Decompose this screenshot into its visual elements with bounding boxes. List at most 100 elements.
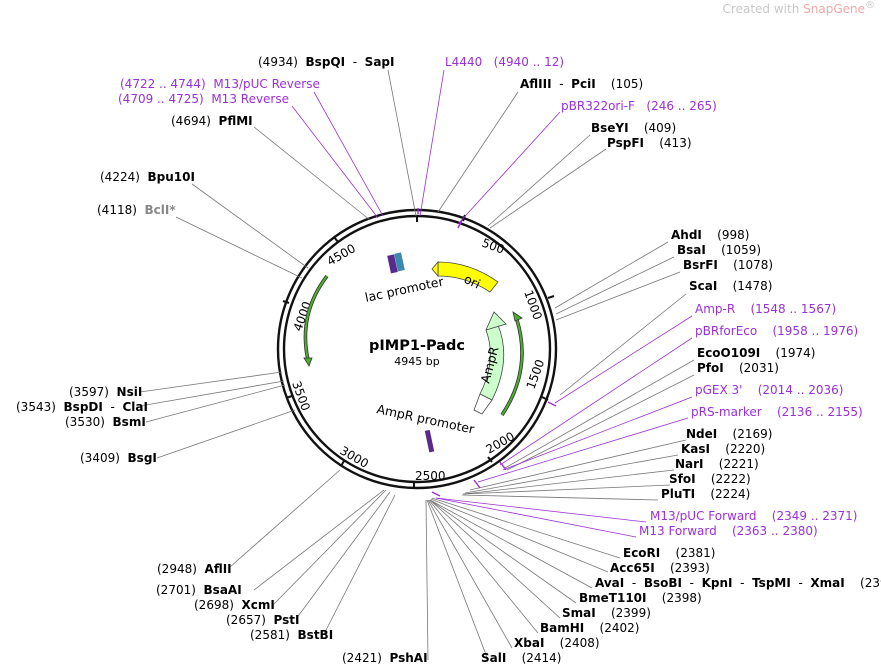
site-label-part: - [682, 576, 702, 590]
site-label-part: AhdI [671, 228, 702, 242]
site-label-ndei: NdeI (2169) [686, 427, 772, 441]
tick-label: 1000 [521, 288, 545, 321]
site-label-part: (246 .. 265) [635, 99, 717, 113]
site-label-part: PfoI [697, 361, 724, 375]
site-label-part: BsmI [113, 415, 146, 429]
ori-feature [437, 261, 499, 293]
ampr-promoter-feature [424, 429, 435, 453]
site-label-part: BspQI [306, 55, 346, 69]
site-label-part: BseYI [591, 121, 629, 135]
site-label-scai: ScaI (1478) [689, 279, 773, 293]
site-label-part: (2397) [845, 576, 881, 590]
site-label-part: (1958 .. 1976) [757, 324, 858, 338]
callout-lines [139, 69, 695, 661]
site-label-part: (2381) [660, 546, 715, 560]
site-label-part: (2136 .. 2155) [762, 405, 863, 419]
site-label-kasi: KasI (2220) [681, 442, 765, 456]
site-label-part: BsaI [677, 243, 706, 257]
site-label-afliii: AflIII - PciI (105) [520, 77, 643, 91]
site-label-part: PciI [571, 77, 596, 91]
site-label-part: AflII [205, 562, 232, 576]
site-label-nari: NarI (2221) [675, 457, 759, 471]
site-label-xcmi: (2698) XcmI [194, 598, 275, 612]
site-label-part: BsrFI [683, 258, 718, 272]
orf-arrow-right [501, 319, 523, 416]
site-label-part: (4694) [171, 114, 219, 128]
site-label-part: (105) [596, 77, 644, 91]
site-label-bamhi: BamHI (2402) [540, 621, 639, 635]
site-label-bpu10i: (4224) Bpu10I [100, 170, 195, 184]
orf-arrow-left-outline [303, 274, 329, 361]
site-label-bspdi: (3543) BspDI - ClaI [16, 400, 148, 414]
site-label-part: BsaAI [204, 583, 242, 597]
site-label-part: (1974) [760, 346, 815, 360]
site-label-m13puc_rev: (4722 .. 4744) M13/pUC Reverse [120, 77, 320, 91]
site-label-part: (2698) [194, 598, 242, 612]
site-label-part: (1478) [717, 279, 772, 293]
lac-promoter-feature [387, 254, 398, 274]
site-label-part: PflMI [219, 114, 253, 128]
orf-arrow-left [304, 275, 328, 361]
site-label-part: (2948) [157, 562, 205, 576]
site-label-part: (2221) [704, 457, 759, 471]
site-label-m13_fwd: M13 Forward (2363 .. 2380) [639, 524, 818, 538]
site-label-part: NdeI [686, 427, 717, 441]
ori-label: ori [462, 271, 483, 291]
site-label-part: (4118) [97, 203, 145, 217]
site-label-pgex3: pGEX 3' (2014 .. 2036) [695, 383, 843, 397]
site-label-part: * [169, 203, 176, 217]
site-label-part: SapI [365, 55, 395, 69]
site-label-part: BmeT110I [579, 591, 647, 605]
site-label-bseyi: BseYI (409) [591, 121, 676, 135]
site-label-part: XbaI [514, 636, 544, 650]
backbone-outer [276, 208, 558, 490]
site-label-part: BstBI [298, 628, 334, 642]
site-label-part: (2402) [584, 621, 639, 635]
site-label-part: - [733, 576, 753, 590]
site-label-part: (1059) [706, 243, 761, 257]
site-label-part: (2031) [724, 361, 779, 375]
site-label-part: PluTI [661, 487, 695, 501]
site-label-part: pGEX 3' [695, 383, 742, 397]
site-label-part: (1078) [718, 258, 773, 272]
site-label-part: pBR322ori-F [561, 99, 635, 113]
site-label-part: (2398) [647, 591, 702, 605]
site-label-part: (2581) [250, 628, 298, 642]
site-label-part: (2363 .. 2380) [717, 524, 818, 538]
site-label-part: (2701) [156, 583, 204, 597]
site-label-part: ClaI [122, 400, 147, 414]
site-label-part: (2220) [710, 442, 765, 456]
ori-arrowhead [431, 260, 439, 278]
site-label-part: (998) [702, 228, 750, 242]
site-label-part: (2408) [544, 636, 599, 650]
site-label-bsrfi: BsrFI (1078) [683, 258, 773, 272]
site-label-bmet110i: BmeT110I (2398) [579, 591, 702, 605]
site-label-pfoi: PfoI (2031) [697, 361, 779, 375]
orf-arrow-left-head [303, 357, 313, 367]
site-label-ahdi: AhdI (998) [671, 228, 749, 242]
site-label-bsai: BsaI (1059) [677, 243, 761, 257]
site-label-acc65i: Acc65I (2393) [610, 561, 710, 575]
lac-promoter-label: lac promoter [364, 273, 446, 304]
site-label-part: EcoO109I [697, 346, 760, 360]
site-labels: (4934) BspQI - SapI L4440 (4940 .. 12) A… [16, 55, 881, 665]
site-label-part: AvaI [595, 576, 624, 590]
tick-label: 4500 [325, 241, 358, 268]
site-label-part: - [624, 576, 644, 590]
site-label-ecoo109i: EcoO109I (1974) [697, 346, 815, 360]
orf-arrow-right-outline [500, 319, 524, 416]
site-label-prsmarker: pRS-marker (2136 .. 2155) [691, 405, 863, 419]
site-label-part: BsgI [128, 451, 157, 465]
snapgene-watermark: Created with SnapGene® [722, 0, 875, 16]
site-label-part: M13/pUC Forward [650, 509, 757, 523]
site-label-part: (4224) [100, 170, 148, 184]
site-label-bspqi: (4934) BspQI - SapI [258, 55, 394, 69]
lac-operator-feature [394, 252, 405, 272]
tick-label: 2500 [415, 469, 446, 483]
orf-arrow-right-head [512, 311, 523, 322]
site-label-plutI: PluTI (2224) [661, 487, 750, 501]
site-label-part: (409) [629, 121, 677, 135]
site-label-part: NsiI [117, 385, 143, 399]
ampr-signal [473, 393, 493, 415]
